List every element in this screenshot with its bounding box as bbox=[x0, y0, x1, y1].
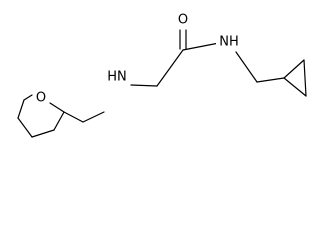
bond-thf-c1-c2 bbox=[17, 99, 25, 119]
atom-oxygen-carbonyl-label: O bbox=[178, 13, 188, 28]
bond-thf-o-c1 bbox=[23, 94, 33, 101]
bond-co-nh bbox=[182, 42, 220, 51]
bond-thf-c4-c5 bbox=[53, 111, 65, 131]
atom-nitrogen-amide: NH bbox=[216, 33, 242, 50]
bond-cp-1 bbox=[283, 59, 305, 79]
bond-cp-2 bbox=[303, 59, 307, 97]
bond-ch2-nh bbox=[82, 111, 105, 123]
atom-oxygen-carbonyl: O bbox=[176, 11, 190, 28]
bond-nh-ch2 bbox=[130, 84, 158, 87]
bond-thf-c3-c4 bbox=[31, 129, 55, 138]
molecule-structure: O HN O NH bbox=[17, 11, 307, 138]
atom-oxygen-ring-label: O bbox=[36, 91, 46, 106]
atom-nitrogen-amine: HN bbox=[104, 68, 130, 85]
bond-thf-ch2 bbox=[63, 111, 84, 123]
bond-thf-c5-o bbox=[49, 102, 65, 113]
bond-ch2-co bbox=[156, 49, 184, 87]
atom-nitrogen-amine-label: HN bbox=[107, 70, 127, 85]
atom-nitrogen-amide-label: NH bbox=[219, 35, 239, 50]
bond-nh-ch2b bbox=[235, 51, 258, 83]
bond-thf-c2-c3 bbox=[17, 117, 33, 138]
atom-oxygen-ring: O bbox=[34, 89, 48, 106]
bond-ch2b-cp bbox=[256, 77, 285, 83]
bond-cp-3 bbox=[283, 77, 307, 97]
